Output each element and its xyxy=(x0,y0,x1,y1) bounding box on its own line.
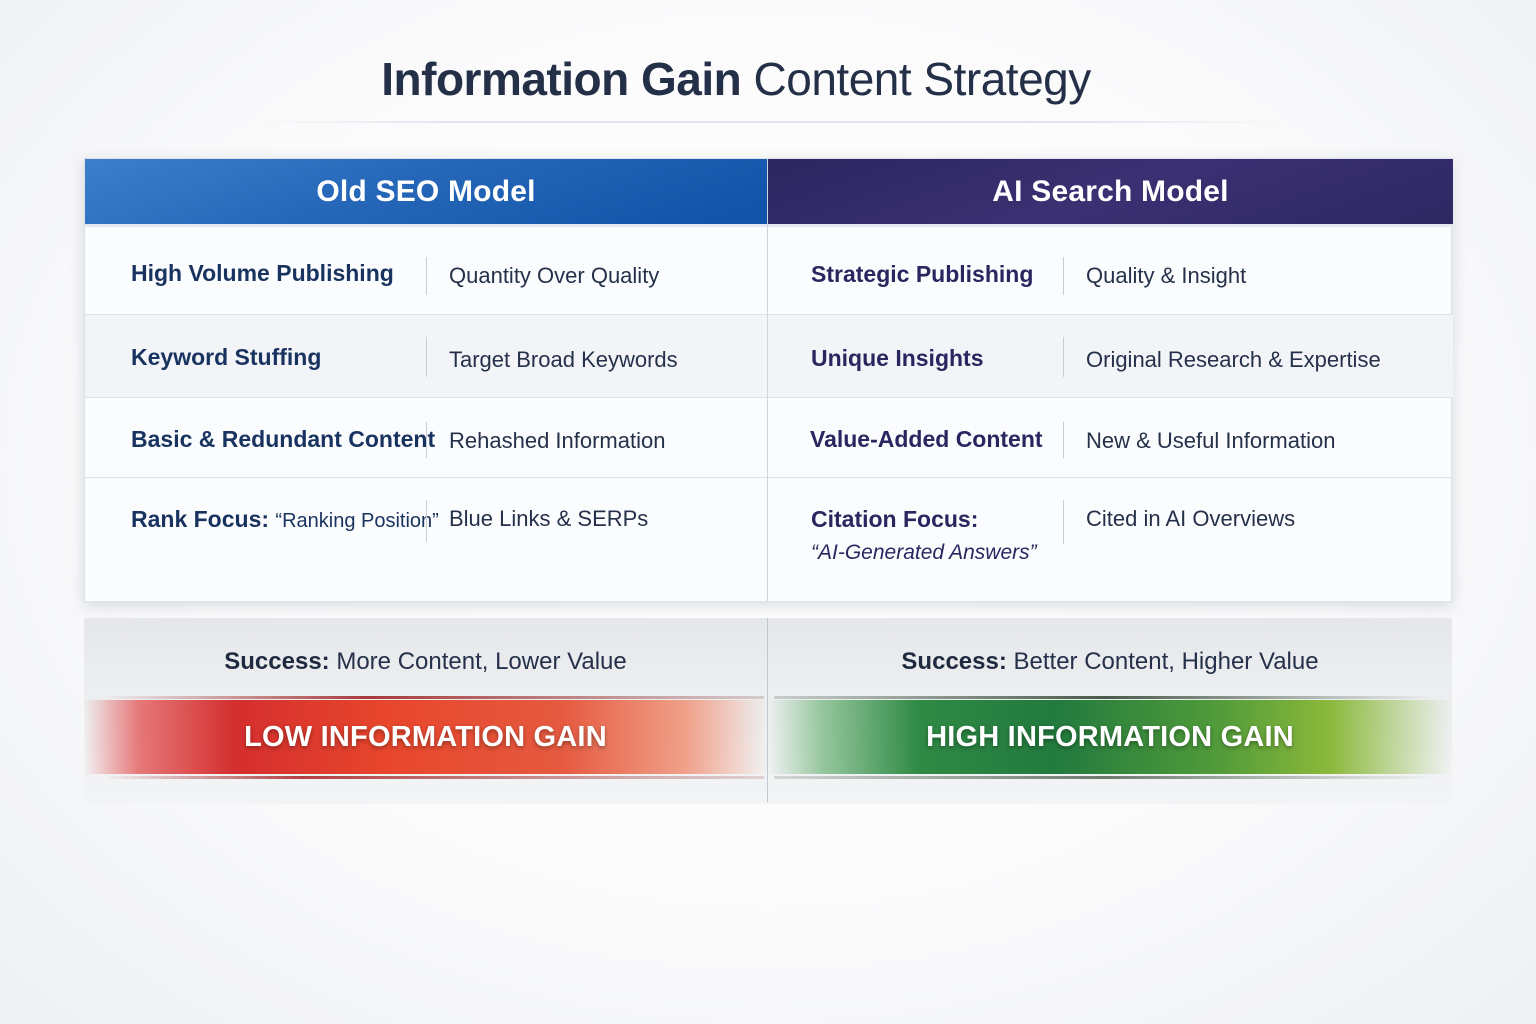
success-label: Success: xyxy=(901,648,1007,675)
row-label-bold: Citation Focus: xyxy=(811,506,979,532)
ai-search-header: AI Search Model xyxy=(768,159,1453,227)
success-label: Success: xyxy=(224,648,330,675)
cell-divider xyxy=(1063,337,1064,377)
page-title: Information Gain Content Strategy xyxy=(0,52,1472,106)
cell-divider xyxy=(1063,500,1064,544)
row-label: High Volume Publishing xyxy=(131,260,394,286)
row-label: Value-Added Content xyxy=(810,426,1043,452)
cell-divider xyxy=(426,500,427,542)
row-value: Quantity Over Quality xyxy=(449,263,660,288)
title-bold: Information Gain xyxy=(381,53,742,105)
success-text: More Content, Lower Value xyxy=(336,648,627,675)
table-row: Citation Focus: “AI-Generated Answers” C… xyxy=(768,478,1453,600)
table-row: Basic & Redundant Content Rehashed Infor… xyxy=(85,398,767,478)
table-row: Unique Insights Original Research & Expe… xyxy=(768,315,1453,398)
old-seo-column: Old SEO Model High Volume Publishing Qua… xyxy=(85,159,768,601)
band-rule xyxy=(104,696,764,699)
row-value: Rehashed Information xyxy=(449,428,666,453)
old-seo-success: Success: More Content, Lower Value xyxy=(84,648,767,676)
row-label: Keyword Stuffing xyxy=(131,344,322,370)
row-value: New & Useful Information xyxy=(1086,428,1336,453)
ai-search-success: Success: Better Content, Higher Value xyxy=(768,648,1452,676)
row-value: Blue Links & SERPs xyxy=(449,506,649,531)
cell-divider xyxy=(426,257,427,295)
outcome-divider xyxy=(767,618,768,802)
table-row: Keyword Stuffing Target Broad Keywords xyxy=(85,315,767,398)
comparison-table: Old SEO Model High Volume Publishing Qua… xyxy=(84,158,1453,602)
row-label: Rank Focus: “Ranking Position” xyxy=(131,506,439,533)
old-seo-header: Old SEO Model xyxy=(85,159,767,227)
cell-divider xyxy=(426,422,427,458)
row-value: Quality & Insight xyxy=(1086,263,1247,288)
title-divider xyxy=(260,121,1280,123)
row-label-quote: “Ranking Position” xyxy=(275,510,439,532)
success-text: Better Content, Higher Value xyxy=(1013,648,1319,675)
table-row: High Volume Publishing Quantity Over Qua… xyxy=(85,227,767,315)
cell-divider xyxy=(426,337,427,377)
low-information-gain-band: LOW INFORMATION GAIN xyxy=(84,700,767,774)
table-row: Rank Focus: “Ranking Position” Blue Link… xyxy=(85,478,767,600)
row-label: Strategic Publishing xyxy=(811,261,1034,287)
row-value: Original Research & Expertise xyxy=(1086,347,1381,372)
cell-divider xyxy=(1063,422,1064,458)
cell-divider xyxy=(1063,257,1064,295)
table-row: Value-Added Content New & Useful Informa… xyxy=(768,398,1453,478)
row-label: Unique Insights xyxy=(811,345,984,371)
table-row: Strategic Publishing Quality & Insight xyxy=(768,227,1453,315)
row-value: Cited in AI Overviews xyxy=(1086,506,1296,531)
band-rule xyxy=(104,776,764,779)
row-value: Target Broad Keywords xyxy=(449,347,678,372)
row-label-quote: “AI-Generated Answers” xyxy=(811,541,1037,564)
high-information-gain-band: HIGH INFORMATION GAIN xyxy=(768,700,1452,774)
row-label-bold: Rank Focus: xyxy=(131,506,270,532)
outcome-panel: Success: More Content, Lower Value Succe… xyxy=(84,618,1452,804)
title-light: Content Strategy xyxy=(753,53,1092,105)
row-label: Basic & Redundant Content xyxy=(131,426,436,452)
ai-search-column: AI Search Model Strategic Publishing Qua… xyxy=(768,159,1453,601)
band-rule xyxy=(774,776,1434,779)
band-rule xyxy=(774,696,1434,699)
